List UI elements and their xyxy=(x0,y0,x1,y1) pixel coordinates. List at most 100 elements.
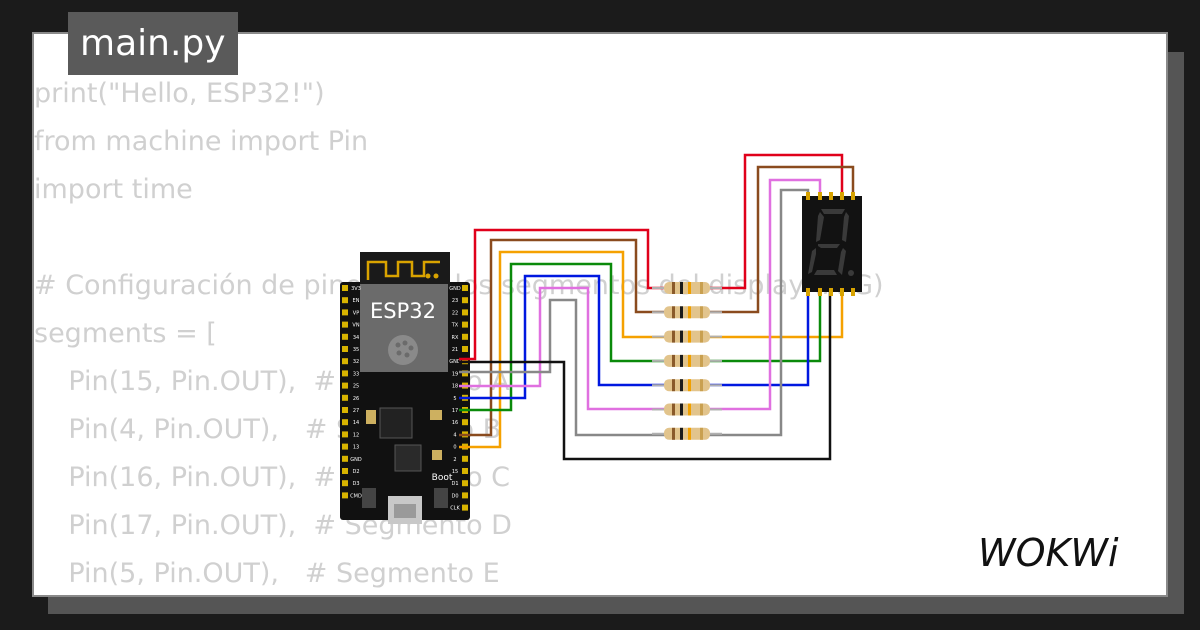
right-pin[interactable] xyxy=(462,455,468,462)
left-pin-label: 26 xyxy=(353,396,359,402)
left-pin[interactable] xyxy=(342,382,348,389)
left-pin-label: 27 xyxy=(353,408,359,414)
resistor[interactable] xyxy=(664,282,710,294)
left-pin-label: D3 xyxy=(352,481,359,487)
wire-segment-d xyxy=(459,262,822,412)
resistor[interactable] xyxy=(664,330,710,343)
left-pin[interactable] xyxy=(342,407,348,413)
right-pin-label: TX xyxy=(451,323,459,329)
resistor[interactable] xyxy=(664,306,710,319)
left-pin[interactable] xyxy=(342,443,348,450)
resistor-band xyxy=(700,403,703,416)
right-pin-label: 17 xyxy=(452,408,458,414)
left-pin-label: 13 xyxy=(353,445,359,451)
right-pin[interactable] xyxy=(462,370,468,377)
right-pin[interactable] xyxy=(462,346,468,352)
left-pin[interactable] xyxy=(342,492,348,499)
esp32-board[interactable]: ESP32 Boot 3V3ENVPVN34353233252627141213… xyxy=(340,252,470,524)
left-pin-label: CMD xyxy=(350,493,362,499)
resistor[interactable] xyxy=(664,403,710,416)
left-pin[interactable] xyxy=(342,431,348,438)
right-pin-label: 0 xyxy=(453,445,456,451)
right-pin-label: D1 xyxy=(451,481,458,487)
seven-segment-display[interactable] xyxy=(802,192,862,296)
wokwi-logo-text: WOKWi xyxy=(978,531,1119,575)
left-pin[interactable] xyxy=(342,321,348,328)
resistor[interactable] xyxy=(664,379,710,392)
resistor-band xyxy=(680,427,683,440)
resistor-band xyxy=(700,330,703,343)
right-pin-label: 22 xyxy=(452,310,458,316)
resistor-band xyxy=(680,330,683,343)
left-pin-label: 3V3 xyxy=(351,286,361,292)
resistor-band xyxy=(680,403,683,416)
left-pin[interactable] xyxy=(342,333,348,340)
wire-segment-c xyxy=(459,250,844,449)
right-pin-label: 19 xyxy=(452,371,458,377)
right-pin[interactable] xyxy=(462,333,468,340)
left-pin[interactable] xyxy=(342,285,348,291)
left-pin-label: D2 xyxy=(352,469,359,475)
right-pin-label: D0 xyxy=(451,493,458,499)
right-pin-label: CLK xyxy=(450,506,460,512)
resistor-band xyxy=(688,330,691,343)
wire-segment-e xyxy=(459,274,810,400)
right-pin[interactable] xyxy=(462,492,468,499)
left-pin-label: 33 xyxy=(353,371,359,377)
right-pin[interactable] xyxy=(462,480,468,487)
en-button[interactable] xyxy=(362,488,376,508)
left-pin[interactable] xyxy=(342,480,348,487)
left-pin[interactable] xyxy=(342,309,348,316)
resistor[interactable] xyxy=(664,427,710,440)
right-pin-label: 18 xyxy=(452,384,458,390)
wokwi-logo: WOKWi xyxy=(978,531,1119,575)
resistor-band xyxy=(680,282,683,294)
resistor-band xyxy=(672,403,675,416)
resistor-bank xyxy=(652,282,722,440)
wire-common xyxy=(459,292,832,461)
resistor-band xyxy=(672,282,675,294)
left-pin[interactable] xyxy=(342,394,348,401)
left-pin[interactable] xyxy=(342,346,348,352)
resistor-band xyxy=(680,306,683,319)
right-pin[interactable] xyxy=(462,285,468,291)
file-tab[interactable]: main.py xyxy=(68,12,238,75)
resistor-band xyxy=(688,403,691,416)
wire-segment-a xyxy=(459,153,844,361)
right-pin[interactable] xyxy=(462,297,468,304)
right-pin[interactable] xyxy=(462,309,468,316)
left-pin-label: EN xyxy=(353,298,360,304)
resistor-band xyxy=(688,379,691,392)
esp32-chip-label: ESP32 xyxy=(370,299,436,323)
right-pin-label: GND xyxy=(449,359,461,365)
resistor[interactable] xyxy=(664,354,710,367)
left-pin[interactable] xyxy=(342,455,348,462)
left-pin-label: 12 xyxy=(353,432,359,438)
right-pin[interactable] xyxy=(462,468,468,474)
right-pin-label: 5 xyxy=(453,396,456,402)
right-pin[interactable] xyxy=(462,321,468,328)
left-pin[interactable] xyxy=(342,358,348,365)
resistor-band xyxy=(680,379,683,392)
file-tab-label: main.py xyxy=(80,23,226,64)
right-pin[interactable] xyxy=(462,504,468,511)
left-pin[interactable] xyxy=(342,370,348,377)
boot-label: Boot xyxy=(432,473,453,483)
left-pin[interactable] xyxy=(342,419,348,426)
resistor-band xyxy=(688,282,691,294)
left-pin-label: 14 xyxy=(353,420,359,426)
left-pin[interactable] xyxy=(342,468,348,474)
right-pin[interactable] xyxy=(462,419,468,426)
left-pin[interactable] xyxy=(342,297,348,304)
resistor-band xyxy=(680,354,683,367)
right-pin-label: 16 xyxy=(452,420,458,426)
code-line: from machine import Pin xyxy=(34,126,369,157)
resistor-band xyxy=(700,282,703,294)
resistor-band xyxy=(672,427,675,440)
resistor-band xyxy=(672,354,675,367)
resistor-band xyxy=(700,427,703,440)
code-line: print("Hello, ESP32!") xyxy=(34,78,325,109)
resistor-band xyxy=(672,306,675,319)
boot-button[interactable] xyxy=(434,488,448,508)
